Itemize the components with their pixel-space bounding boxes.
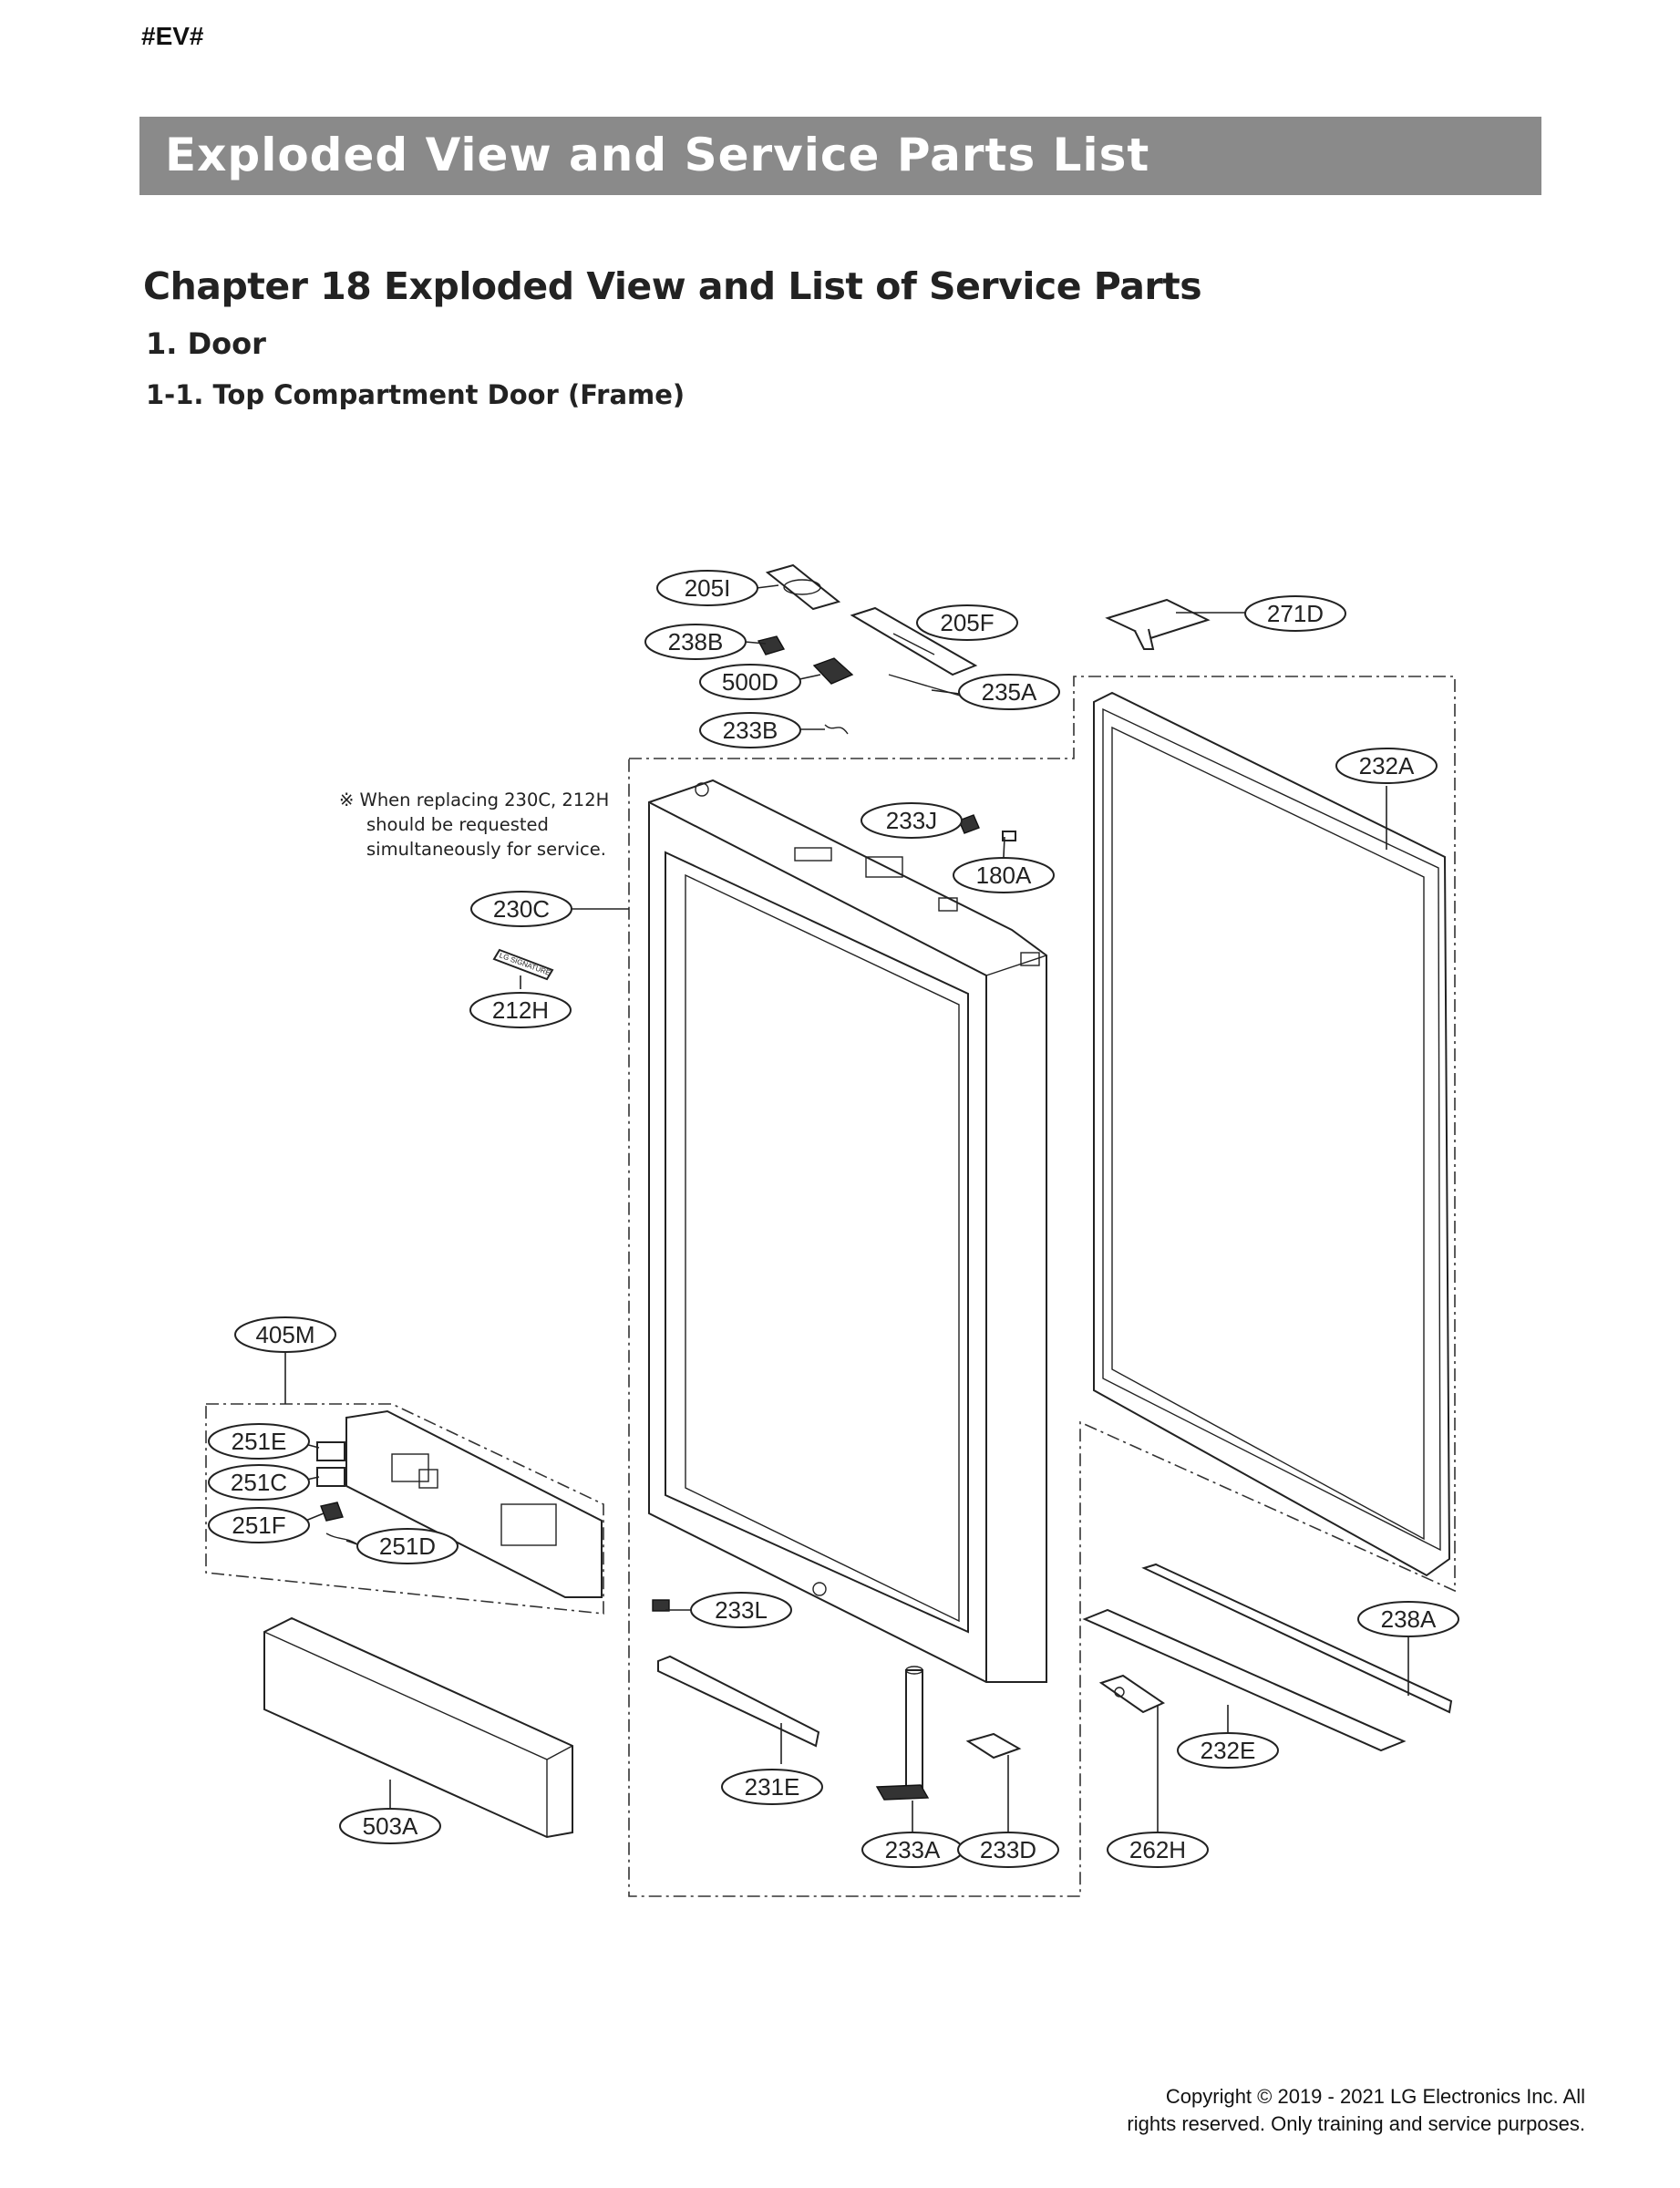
callout-238A: 238A	[1357, 1601, 1459, 1637]
svg-text:235A: 235A	[982, 678, 1037, 706]
callout-271D: 271D	[1244, 595, 1346, 632]
callout-235A: 235A	[958, 674, 1060, 710]
svg-text:503A: 503A	[363, 1812, 418, 1840]
copyright-line-2: rights reserved. Only training and servi…	[1127, 2112, 1585, 2135]
svg-text:232A: 232A	[1359, 752, 1415, 779]
copyright-line-1: Copyright © 2019 - 2021 LG Electronics I…	[1165, 2085, 1585, 2108]
connector-233L	[652, 1599, 670, 1612]
bracket-262H	[1098, 1674, 1166, 1714]
svg-text:233A: 233A	[885, 1836, 941, 1863]
svg-text:238B: 238B	[668, 628, 724, 655]
callout-180A: 180A	[953, 857, 1055, 893]
svg-text:205I: 205I	[685, 574, 731, 602]
callout-503A: 503A	[339, 1808, 441, 1844]
top-cover-205F	[850, 606, 978, 676]
svg-text:405M: 405M	[255, 1321, 314, 1348]
callout-232A: 232A	[1335, 748, 1438, 784]
note-line-3: simultaneously for service.	[366, 839, 606, 860]
svg-text:230C: 230C	[493, 895, 550, 923]
svg-text:251C: 251C	[231, 1469, 287, 1496]
strip-231E	[657, 1655, 820, 1748]
svg-text:212H: 212H	[492, 996, 549, 1024]
banner: Exploded View and Service Parts List	[139, 117, 1541, 195]
callout-405M: 405M	[234, 1316, 336, 1353]
part-500D	[812, 657, 854, 685]
part-180A	[1002, 831, 1016, 841]
section-title: 1. Door	[146, 326, 266, 361]
callout-233L: 233L	[690, 1592, 792, 1628]
door-frame-230C	[648, 779, 1047, 1683]
svg-text:231E: 231E	[745, 1773, 800, 1801]
note-symbol: ※	[339, 790, 355, 810]
gasket-strip-238A	[1141, 1563, 1453, 1714]
callout-233B: 233B	[699, 712, 801, 748]
bracket-233D	[965, 1732, 1022, 1760]
part-251C	[316, 1467, 345, 1487]
callout-232E: 232E	[1177, 1732, 1279, 1769]
note-line-1: When replacing 230C, 212H	[359, 790, 610, 810]
hinge-271D	[1105, 598, 1211, 650]
svg-text:233L: 233L	[715, 1596, 768, 1624]
note-line-2: should be requested	[366, 814, 549, 835]
door-assembly-boundary	[628, 676, 1456, 1897]
strip-232E	[1082, 1608, 1407, 1752]
copyright-notice: Copyright © 2019 - 2021 LG Electronics I…	[1127, 2083, 1585, 2138]
callout-231E: 231E	[721, 1769, 823, 1805]
chapter-title: Chapter 18 Exploded View and List of Ser…	[143, 264, 1202, 308]
hinge-pin-233A	[875, 1666, 930, 1801]
page-tag: #EV#	[141, 22, 204, 50]
callout-262H: 262H	[1107, 1832, 1209, 1868]
svg-text:205F: 205F	[940, 609, 994, 636]
replacement-note: ※ When replacing 230C, 212H should be re…	[339, 788, 640, 862]
svg-text:180A: 180A	[976, 862, 1032, 889]
pcb-module-405M	[345, 1409, 603, 1598]
callout-233A: 233A	[861, 1832, 964, 1868]
svg-text:271D: 271D	[1267, 600, 1324, 627]
callout-233D: 233D	[957, 1832, 1059, 1868]
svg-text:251E: 251E	[232, 1428, 287, 1455]
callout-251F: 251F	[208, 1507, 310, 1543]
module-405M-boundary	[205, 1403, 604, 1615]
callout-230C: 230C	[470, 891, 572, 927]
svg-text:233B: 233B	[723, 717, 778, 744]
callout-233J: 233J	[861, 802, 963, 839]
cover-503A	[263, 1616, 573, 1839]
svg-text:251D: 251D	[379, 1533, 436, 1560]
callout-212H: 212H	[469, 992, 572, 1028]
svg-text:233J: 233J	[886, 807, 937, 834]
callout-205I: 205I	[656, 570, 758, 606]
svg-text:251F: 251F	[232, 1512, 285, 1539]
callout-251C: 251C	[208, 1464, 310, 1501]
svg-text:233D: 233D	[980, 1836, 1036, 1863]
svg-text:262H: 262H	[1129, 1836, 1186, 1863]
svg-text:232E: 232E	[1201, 1737, 1256, 1764]
part-251E	[316, 1441, 345, 1461]
callout-500D: 500D	[699, 664, 801, 700]
callout-238B: 238B	[644, 624, 747, 660]
strip-235A	[888, 674, 967, 698]
callout-251E: 251E	[208, 1423, 310, 1460]
label-212H: LG SIGNATURE	[492, 948, 554, 981]
part-233J	[958, 814, 980, 834]
banner-title: Exploded View and Service Parts List	[165, 129, 1150, 181]
wire-233B	[824, 724, 849, 735]
svg-text:238A: 238A	[1381, 1605, 1437, 1633]
callout-205F: 205F	[916, 604, 1018, 641]
gasket-232A	[1093, 691, 1451, 1577]
svg-text:500D: 500D	[722, 668, 778, 696]
part-251F	[320, 1502, 344, 1522]
top-cap-205I	[765, 563, 841, 611]
part-238B	[757, 635, 786, 655]
subsection-title: 1-1. Top Compartment Door (Frame)	[146, 379, 685, 410]
callout-251D: 251D	[356, 1528, 459, 1564]
